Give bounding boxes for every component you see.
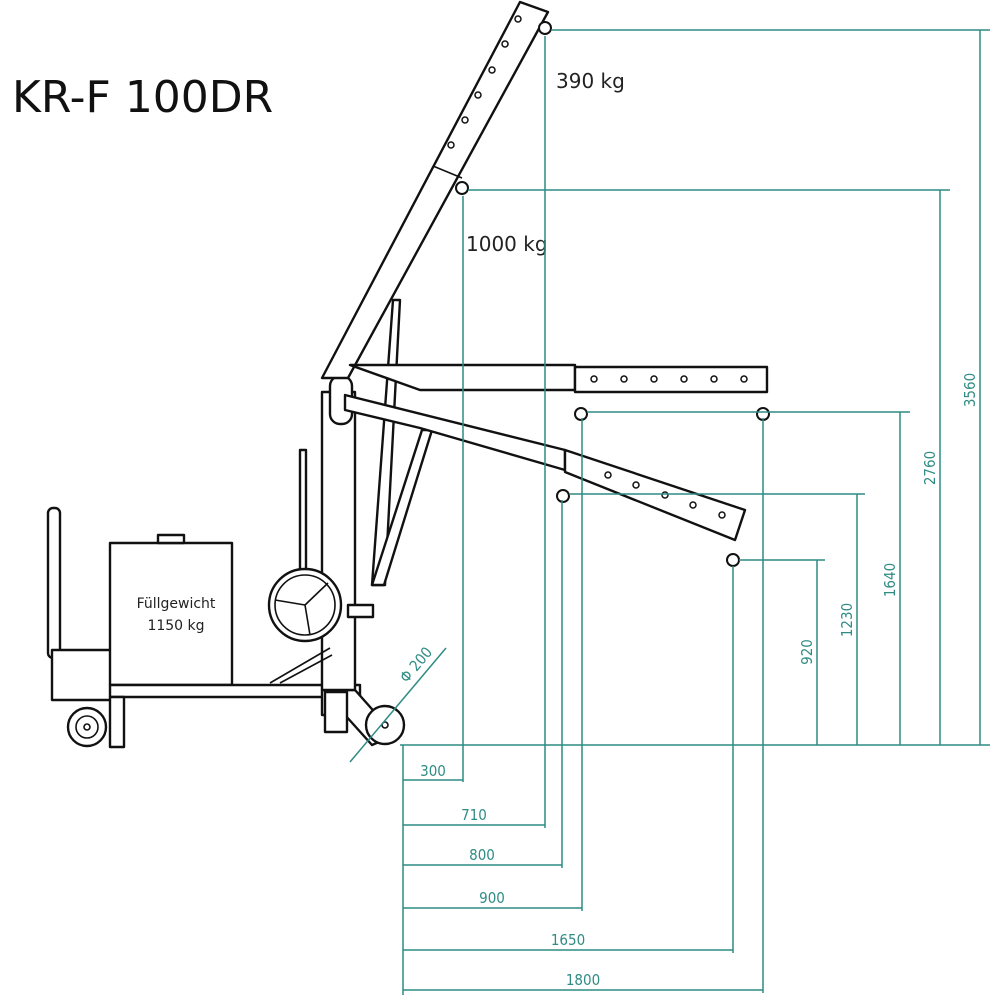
reach-900: 900 xyxy=(479,889,505,907)
wheel-diameter: Φ 200 xyxy=(396,643,436,686)
load-label-mid: 1000 kg xyxy=(466,232,548,256)
pump-lever xyxy=(298,448,308,577)
hook-icons xyxy=(455,21,770,567)
base-frame xyxy=(108,683,362,699)
hook-icon xyxy=(574,407,588,421)
front-wheel xyxy=(364,704,406,746)
counterweight-box xyxy=(108,541,234,687)
hook-icon xyxy=(726,553,740,567)
hook-icon xyxy=(556,489,570,503)
rear-wheel xyxy=(66,706,108,748)
load-label-top: 390 kg xyxy=(556,69,625,93)
boom-lowered xyxy=(343,393,567,472)
reach-1800: 1800 xyxy=(566,971,600,989)
support-foot xyxy=(323,690,349,734)
hook-icon xyxy=(538,21,552,35)
height-920: 920 xyxy=(798,639,816,665)
pump-unit xyxy=(50,648,114,702)
counterweight-weight: 1150 kg xyxy=(147,618,204,634)
reach-1650: 1650 xyxy=(551,931,585,949)
boom-raised xyxy=(320,0,550,380)
boom-horizontal-extension xyxy=(573,365,769,394)
height-1230: 1230 xyxy=(838,603,856,637)
tow-handle xyxy=(46,506,62,660)
reach-710: 710 xyxy=(461,806,487,824)
height-2760: 2760 xyxy=(921,451,939,485)
hook-icon xyxy=(455,181,469,195)
height-1640: 1640 xyxy=(881,563,899,597)
counterweight-label: Füllgewicht xyxy=(137,596,216,612)
reach-300: 300 xyxy=(420,762,446,780)
mast-column xyxy=(320,390,357,692)
dimension-lines xyxy=(349,29,990,995)
reach-800: 800 xyxy=(469,846,495,864)
crane-drawing: Füllgewicht 1150 kg xyxy=(46,0,770,749)
boom-lowered-extension xyxy=(563,448,747,542)
diagram-title: KR-F 100DR xyxy=(12,72,273,123)
dimension-labels: 3560 2760 1640 1230 920 300 710 800 900 … xyxy=(396,373,979,989)
height-3560: 3560 xyxy=(961,373,979,407)
